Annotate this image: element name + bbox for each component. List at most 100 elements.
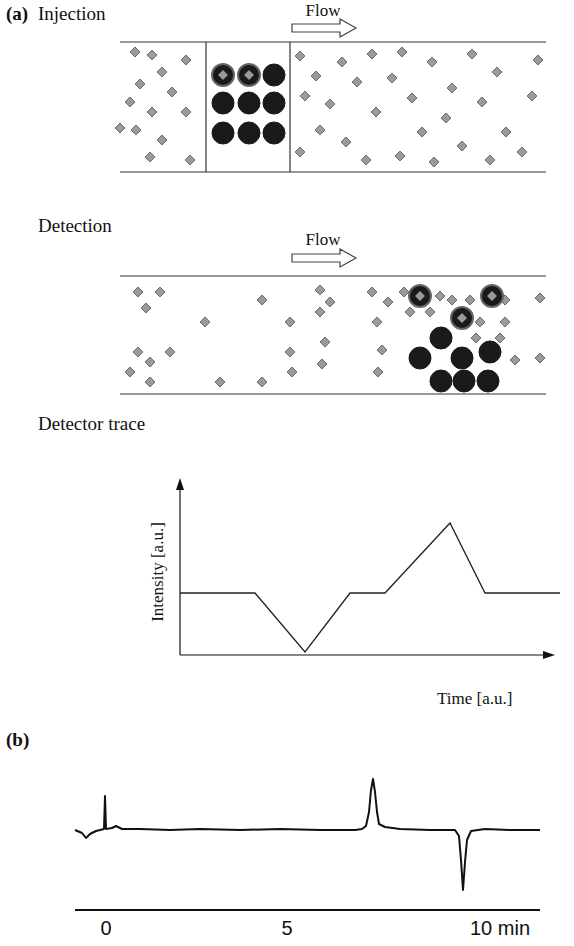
buffer-particle bbox=[427, 57, 437, 67]
buffer-particle bbox=[315, 285, 325, 295]
buffer-particle bbox=[287, 367, 297, 377]
buffer-particle bbox=[395, 151, 405, 161]
analyte-molecule bbox=[212, 122, 234, 144]
analyte-molecule bbox=[263, 92, 285, 114]
buffer-particle bbox=[320, 337, 330, 347]
flow-arrow bbox=[292, 249, 356, 267]
buffer-particle bbox=[133, 347, 143, 357]
analyte-molecule bbox=[409, 347, 431, 369]
tick-label: 10 min bbox=[470, 917, 530, 939]
buffer-particle bbox=[185, 155, 195, 165]
buffer-particle bbox=[147, 107, 157, 117]
flow-label: Flow bbox=[306, 231, 341, 250]
buffer-particle bbox=[471, 333, 481, 343]
tick-label: 0 bbox=[100, 917, 111, 939]
buffer-particle bbox=[115, 123, 125, 133]
buffer-particle bbox=[125, 97, 135, 107]
buffer-particle bbox=[125, 367, 135, 377]
buffer-particle bbox=[517, 147, 527, 157]
analyte-molecule bbox=[430, 370, 452, 392]
buffer-particle bbox=[133, 287, 143, 297]
buffer-particle bbox=[405, 307, 415, 317]
buffer-particle bbox=[157, 67, 167, 77]
buffer-particle bbox=[157, 135, 167, 145]
buffer-particle bbox=[145, 377, 155, 387]
buffer-particle bbox=[367, 49, 377, 59]
buffer-particle bbox=[457, 313, 467, 323]
buffer-particle bbox=[145, 152, 155, 162]
stage-title: Detector trace bbox=[38, 414, 145, 435]
x-axis bbox=[180, 654, 545, 655]
buffer-particle bbox=[295, 51, 305, 61]
axis-title: Time [a.u.] bbox=[437, 690, 512, 709]
buffer-particle bbox=[441, 113, 451, 123]
flow-arrow bbox=[292, 19, 356, 37]
analyte-molecule bbox=[479, 341, 501, 363]
axis-arrowhead bbox=[176, 478, 184, 490]
buffer-particle bbox=[457, 141, 467, 151]
buffer-particle bbox=[155, 287, 165, 297]
buffer-particle bbox=[285, 347, 295, 357]
buffer-particle bbox=[325, 297, 335, 307]
buffer-particle bbox=[337, 57, 347, 67]
analyte-molecule bbox=[238, 122, 260, 144]
analyte-molecule bbox=[453, 370, 475, 392]
analyte-molecule bbox=[263, 122, 285, 144]
tube-wall bbox=[120, 171, 546, 172]
buffer-particle bbox=[467, 49, 477, 59]
buffer-particle bbox=[218, 70, 228, 80]
buffer-particle bbox=[485, 155, 495, 165]
buffer-particle bbox=[325, 99, 335, 109]
analyte-molecule bbox=[238, 64, 260, 86]
analyte-molecule bbox=[409, 285, 431, 307]
buffer-particle bbox=[200, 317, 210, 327]
buffer-particle bbox=[373, 367, 383, 377]
panel-label: (b) bbox=[6, 730, 29, 751]
buffer-particle bbox=[500, 317, 510, 327]
analyte-molecule bbox=[430, 327, 452, 349]
buffer-particle bbox=[387, 73, 397, 83]
analyte-molecule bbox=[477, 370, 499, 392]
detector-trace bbox=[180, 523, 560, 652]
analyte-molecule bbox=[212, 92, 234, 114]
buffer-particle bbox=[181, 55, 191, 65]
buffer-particle bbox=[487, 291, 497, 301]
buffer-particle bbox=[527, 91, 537, 101]
tick-label: 5 bbox=[281, 917, 292, 939]
buffer-particle bbox=[399, 287, 409, 297]
buffer-particle bbox=[257, 377, 267, 387]
buffer-particle bbox=[135, 79, 145, 89]
analyte-molecule bbox=[238, 92, 260, 114]
analyte-molecule bbox=[451, 307, 473, 329]
buffer-particle bbox=[475, 317, 485, 327]
tube-wall bbox=[120, 275, 546, 276]
buffer-particle bbox=[147, 50, 157, 60]
tube-wall bbox=[120, 393, 546, 394]
flow-label: Flow bbox=[306, 2, 341, 21]
buffer-particle bbox=[477, 97, 487, 107]
buffer-particle bbox=[377, 345, 387, 355]
buffer-particle bbox=[131, 125, 141, 135]
buffer-particle bbox=[435, 291, 445, 301]
buffer-particle bbox=[447, 83, 457, 93]
buffer-particle bbox=[495, 333, 505, 343]
axis-arrowhead bbox=[543, 651, 555, 659]
time-axis bbox=[75, 909, 540, 911]
buffer-particle bbox=[425, 307, 435, 317]
buffer-particle bbox=[295, 147, 305, 157]
buffer-particle bbox=[465, 295, 475, 305]
axis-title: Intensity [a.u.] bbox=[149, 522, 168, 622]
buffer-particle bbox=[429, 157, 439, 167]
buffer-particle bbox=[535, 293, 545, 303]
analyte-molecule bbox=[451, 347, 473, 369]
buffer-particle bbox=[141, 303, 151, 313]
buffer-particle bbox=[447, 295, 457, 305]
buffer-particle bbox=[315, 307, 325, 317]
panel-label: (a) bbox=[6, 4, 28, 25]
analyte-molecule bbox=[212, 64, 234, 86]
y-axis bbox=[179, 488, 180, 655]
buffer-particle bbox=[501, 127, 511, 137]
buffer-particle bbox=[167, 87, 177, 97]
